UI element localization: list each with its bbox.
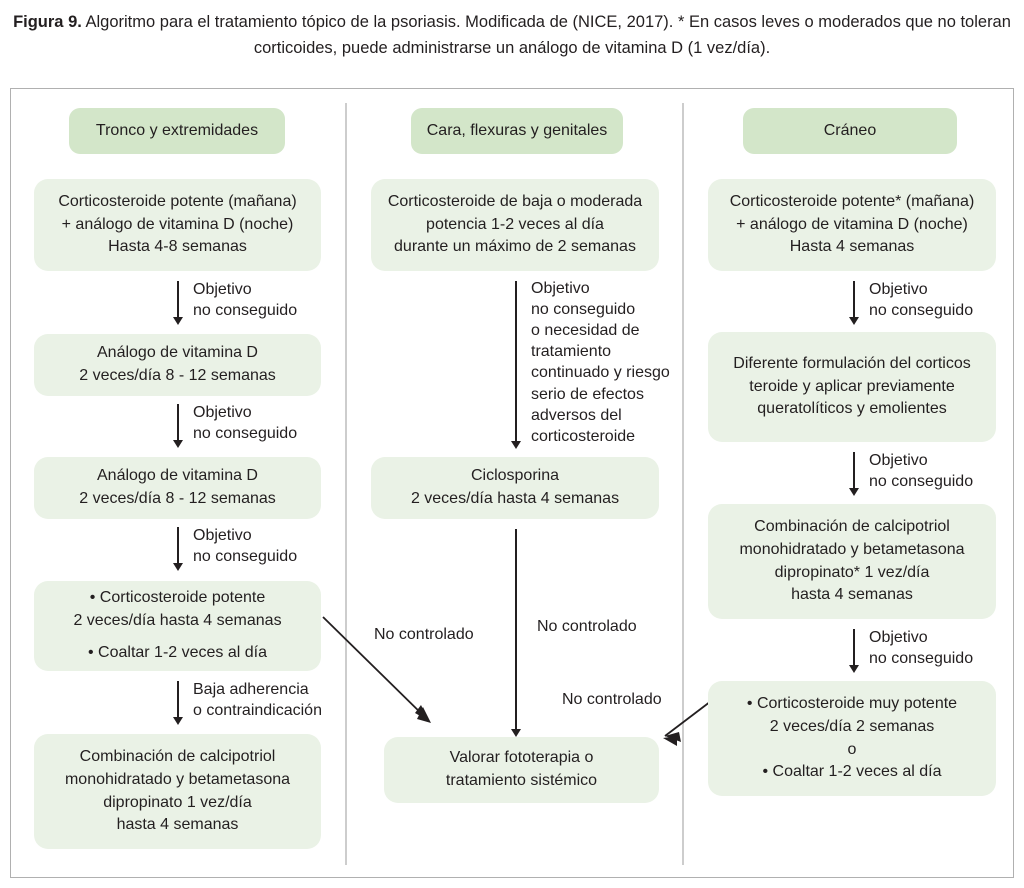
- arrow-label-c1-3: Objetivo no conseguido: [193, 527, 298, 566]
- node-c3-n1: Corticosteroide potente* (mañana) + anál…: [708, 179, 996, 271]
- node-c2-n2: Ciclosporina 2 veces/día hasta 4 semanas: [371, 457, 659, 519]
- arrow-head: [172, 717, 183, 725]
- diagonal-arrow-left-line: [322, 616, 430, 722]
- figure-caption: Figura 9. Algoritmo para el tratamiento …: [0, 0, 1024, 67]
- diagonal-arrow-left-head2: [417, 707, 431, 723]
- arrow-label-right-diagonal: No controlado: [562, 691, 662, 708]
- column-divider-2: [682, 103, 684, 865]
- node-c1-n3: Análogo de vitamina D 2 veces/día 8 - 12…: [34, 457, 321, 519]
- node-c1-n2: Análogo de vitamina D 2 veces/día 8 - 12…: [34, 334, 321, 396]
- column-header-cara: Cara, flexuras y genitales: [411, 108, 623, 154]
- arrow-label-c2-2: No controlado: [537, 618, 637, 635]
- diagonal-arrow-right-head2: [663, 736, 677, 746]
- arrow-head: [848, 317, 859, 325]
- arrow-c1-3: [171, 527, 185, 571]
- arrow-shaft: [177, 281, 179, 318]
- node-c2-n3: Valorar fototerapia o tratamiento sistém…: [384, 737, 659, 803]
- node-c3-n4: • Corticosteroide muy potente 2 veces/dí…: [708, 681, 996, 796]
- column-header-tronco: Tronco y extremidades: [69, 108, 285, 154]
- arrow-label-c1-2: Objetivo no conseguido: [193, 404, 298, 443]
- arrow-shaft: [853, 281, 855, 318]
- arrow-label-left-diagonal: No controlado: [374, 626, 474, 643]
- arrow-head: [172, 317, 183, 325]
- figure-caption-text: Algoritmo para el tratamiento tópico de …: [81, 13, 1011, 57]
- column-divider-1: [345, 103, 347, 865]
- diagonal-arrow-left: [322, 616, 431, 723]
- arrow-shaft: [853, 452, 855, 489]
- arrow-head: [172, 440, 183, 448]
- arrow-c3-3: [847, 629, 861, 673]
- arrow-label-c3-1: Objetivo no conseguido: [869, 281, 974, 320]
- arrow-label-c3-3: Objetivo no conseguido: [869, 629, 974, 668]
- arrow-c1-1: [171, 281, 185, 325]
- node-c1-n4: • Corticosteroide potente 2 veces/día ha…: [34, 581, 321, 671]
- arrow-head: [848, 665, 859, 673]
- arrow-head: [510, 441, 521, 449]
- arrow-label-c1-4: Baja adherencia o contraindicación: [193, 681, 322, 720]
- arrow-shaft: [515, 529, 517, 730]
- node-c3-n3: Combinación de calcipotriol monohidratad…: [708, 504, 996, 619]
- arrow-label-c3-2: Objetivo no conseguido: [869, 452, 974, 491]
- figure-number: Figura 9.: [13, 13, 82, 31]
- arrow-shaft: [177, 681, 179, 718]
- node-c2-n1: Corticosteroide de baja o moderada poten…: [371, 179, 659, 271]
- arrow-shaft: [853, 629, 855, 666]
- arrow-head: [510, 729, 521, 737]
- column-header-craneo: Cráneo: [743, 108, 957, 154]
- spacer: [42, 633, 313, 642]
- arrow-shaft: [177, 404, 179, 441]
- arrow-label-c2-1: Objetivo no conseguido o necesidad de tr…: [531, 280, 670, 445]
- arrow-c2-2: [509, 529, 523, 737]
- diagram-frame: Tronco y extremidades Corticosteroide po…: [10, 88, 1014, 878]
- node-c1-n5: Combinación de calcipotriol monohidratad…: [34, 734, 321, 849]
- arrow-head: [848, 488, 859, 496]
- arrow-c1-2: [171, 404, 185, 448]
- arrow-c3-2: [847, 452, 861, 496]
- arrow-shaft: [515, 281, 517, 442]
- node-c1-n1: Corticosteroide potente (mañana) + análo…: [34, 179, 321, 271]
- arrow-c3-1: [847, 281, 861, 325]
- arrow-c1-4: [171, 681, 185, 725]
- node-c3-n2: Diferente formulación del corticos teroi…: [708, 332, 996, 442]
- arrow-c2-1: [509, 281, 523, 449]
- arrow-head: [172, 563, 183, 571]
- arrow-label-c1-1: Objetivo no conseguido: [193, 281, 298, 320]
- arrow-shaft: [177, 527, 179, 564]
